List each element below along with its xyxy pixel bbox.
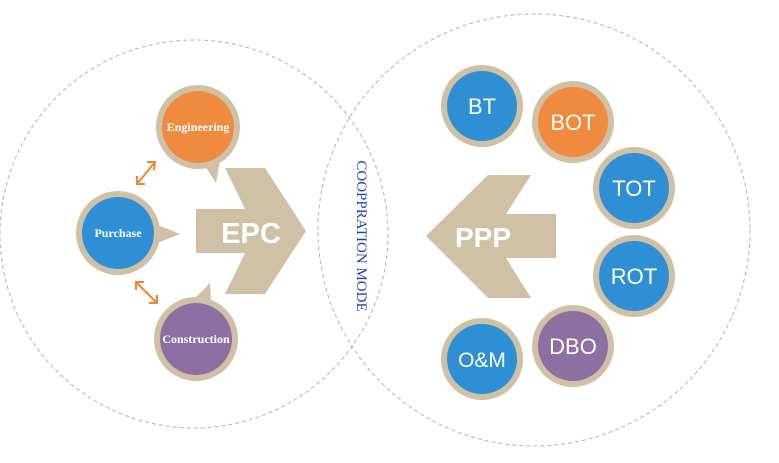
tot-fill <box>599 153 669 223</box>
epc-arrow: EPC <box>196 168 306 294</box>
tot-label: TOT <box>612 176 656 201</box>
purchase-label: Purchase <box>94 226 142 240</box>
bt-label: BT <box>468 94 496 119</box>
ppp-boundary-circle <box>317 13 751 447</box>
purchase-construction-link <box>135 281 158 304</box>
dbo-label: DBO <box>549 334 597 359</box>
om-label: O&M <box>458 349 506 372</box>
node-bot: BOT <box>532 81 614 163</box>
bot-label: BOT <box>550 110 595 135</box>
engineering-purchase-link <box>136 161 157 185</box>
node-tot: TOT <box>593 147 675 229</box>
rot-label: ROT <box>611 264 657 289</box>
construction-fill <box>160 303 232 375</box>
bt-fill <box>447 71 517 141</box>
node-om: O&M <box>441 318 523 400</box>
epc-arrow-label: EPC <box>221 218 281 250</box>
node-dbo: DBO <box>532 305 614 387</box>
ppp-arrow-label: PPP <box>455 222 511 253</box>
dbo-fill <box>538 311 608 381</box>
purchase-fill <box>82 197 154 269</box>
bot-fill <box>538 87 608 157</box>
node-purchase: Purchase <box>76 191 180 275</box>
rot-fill <box>599 241 669 311</box>
cooperation-mode-label: COOPPRATION MODE <box>353 160 369 311</box>
node-engineering: Engineering <box>156 85 240 183</box>
ppp-arrow-shape <box>426 175 556 298</box>
epc-boundary-circle <box>0 39 389 429</box>
epc-arrow-shape <box>196 168 306 294</box>
engineering-fill <box>162 91 234 163</box>
engineering-label: Engineering <box>167 120 230 134</box>
om-fill <box>447 324 517 394</box>
ppp-arrow: PPP <box>426 175 556 298</box>
node-construction: Construction <box>154 283 238 381</box>
node-rot: ROT <box>593 235 675 317</box>
construction-label: Construction <box>162 332 230 346</box>
node-bt: BT <box>441 65 523 147</box>
